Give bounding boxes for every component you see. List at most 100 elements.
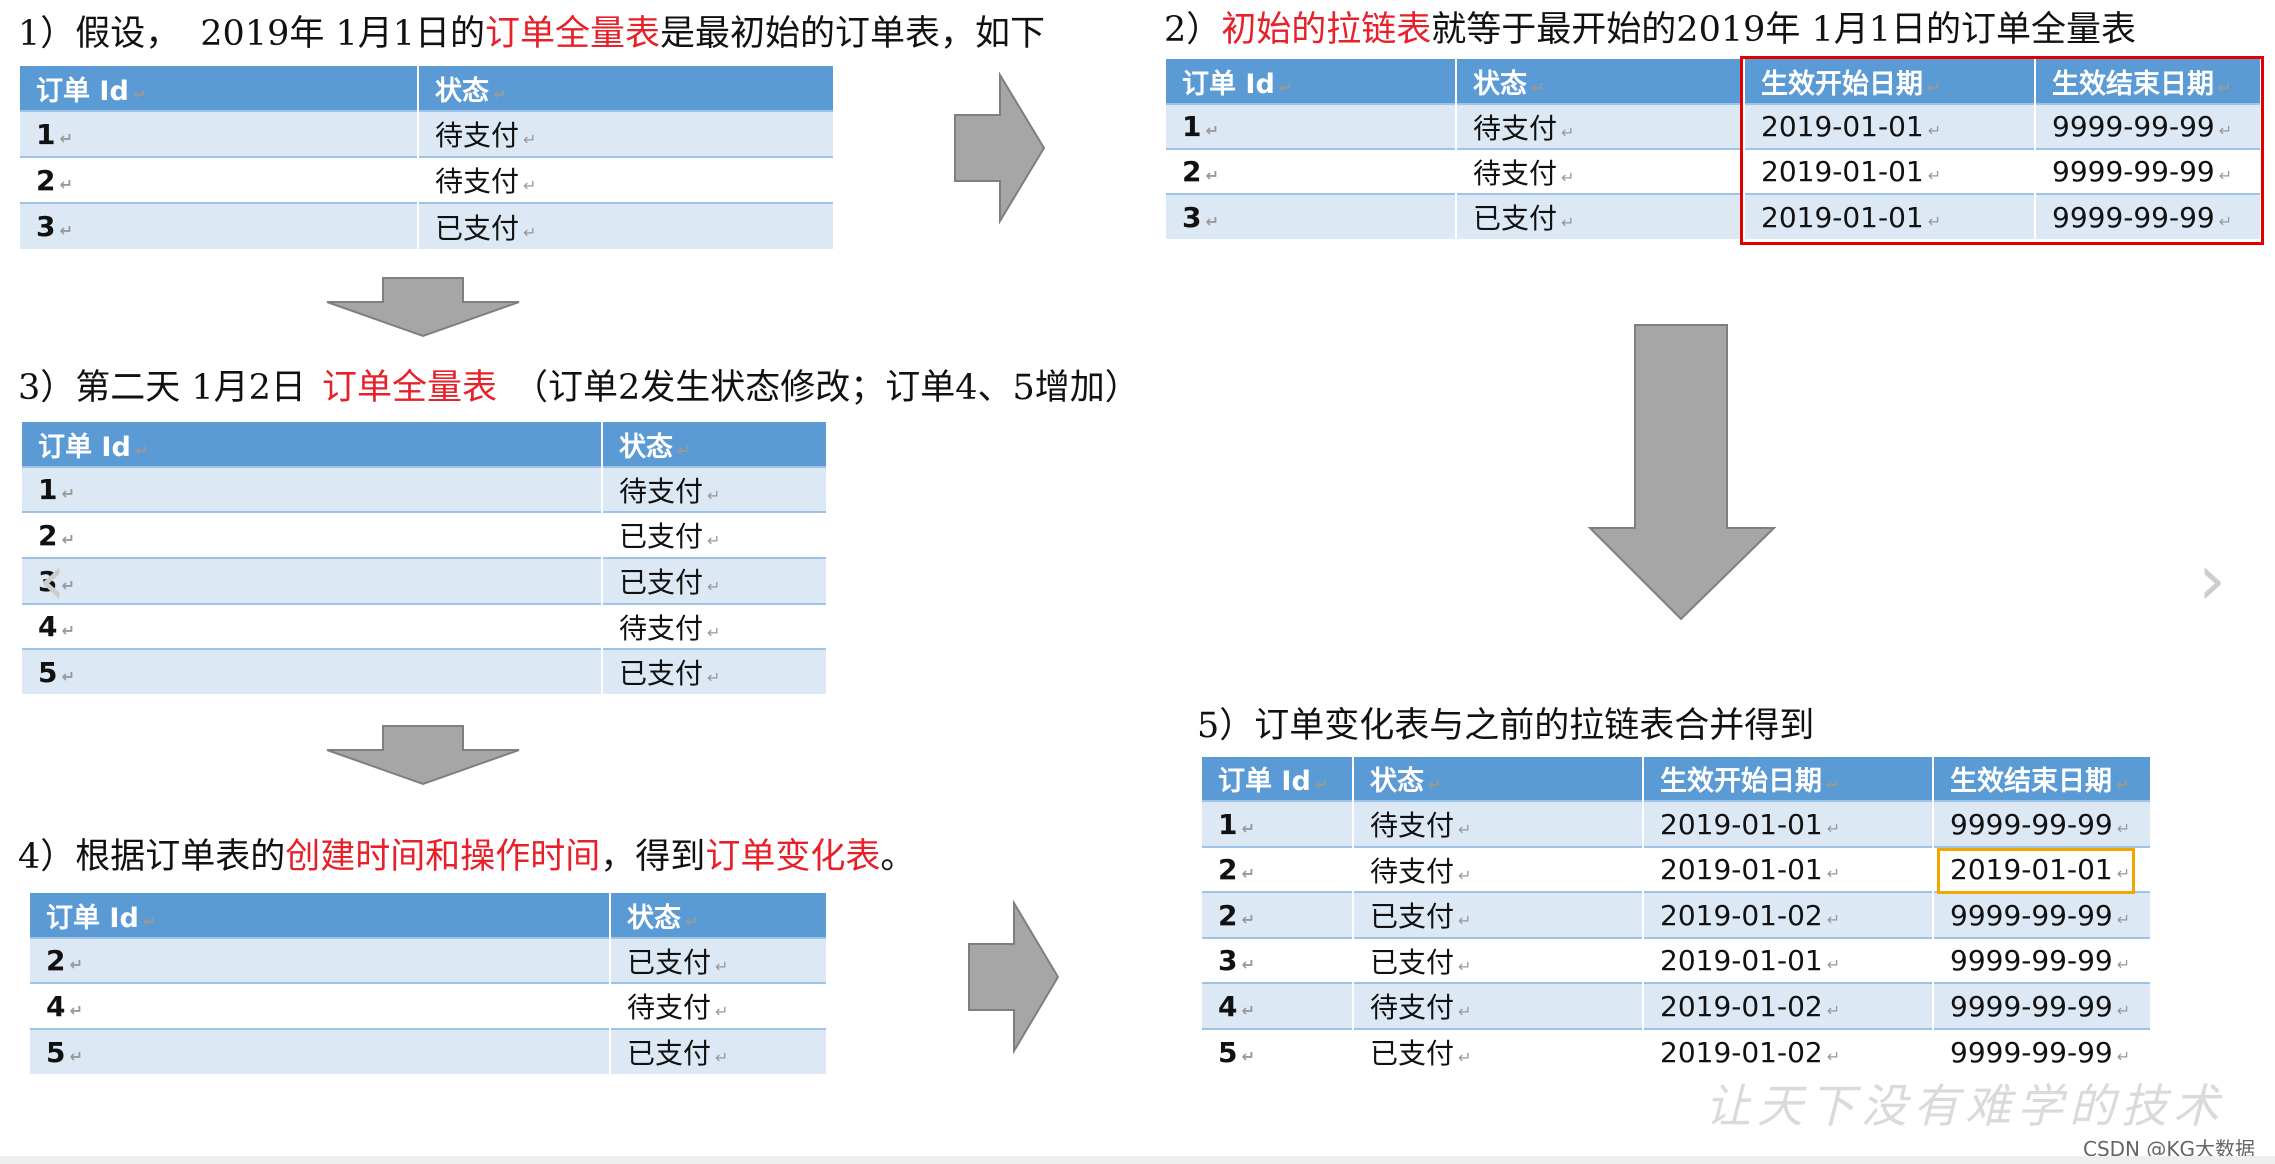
status-cell: 待支付↵ [1456,148,1745,194]
paragraph-return-icon: ↵ [61,484,75,503]
order-id-cell: 2↵ [1202,846,1354,892]
paragraph-return-icon: ↵ [493,84,507,104]
order-id-cell: 4↵ [22,603,603,649]
paragraph-return-icon: ↵ [132,84,147,104]
paragraph-return-icon: ↵ [1241,1000,1255,1020]
paragraph-return-icon: ↵ [685,911,699,931]
end-date-cell: 2019-01-01↵ [1933,846,2150,892]
table-row: 2↵ 已支付↵ 2019-01-02↵ 9999-99-99↵ [1202,891,2150,938]
paragraph-return-icon: ↵ [61,621,75,640]
header-start-date: 生效开始日期↵ [1744,59,2036,104]
order-id-cell: 2↵ [30,937,611,983]
header-start-date: 生效开始日期↵ [1643,757,1934,801]
table-row: 1↵ 待支付↵ 2019-01-01↵ 9999-99-99↵ [1202,800,2150,847]
paragraph-return-icon: ↵ [1241,818,1255,838]
closed-end-date-highlight-box [1937,848,2135,894]
order-id-cell: 3↵ [1202,937,1354,983]
paragraph-return-icon: ↵ [61,529,75,549]
paragraph-return-icon: ↵ [1205,211,1219,231]
order-id-cell: 4↵ [30,982,611,1029]
paragraph-return-icon: ↵ [1531,77,1545,97]
chevron-right-icon[interactable]: › [2198,539,2226,621]
order-id-cell: 2↵ [1202,891,1354,938]
header-end-date: 生效结束日期↵ [1933,757,2150,801]
paragraph-return-icon: ↵ [1428,775,1442,794]
step5-text: 5）订单变化表与之前的拉链表合并得到 [1197,706,1815,746]
step1-date: 2019年 1月1日的 [200,14,486,54]
step1-order-table: 订单 Id↵ 状态↵ 1↵ 待支付↵ 2↵ 待支付↵ 3↵ 已支付↵ [20,66,833,249]
status-cell: 待支付↵ [1456,103,1745,149]
paragraph-return-icon: ↵ [2116,864,2131,883]
status-cell: 已支付↵ [602,648,826,694]
paragraph-return-icon: ↵ [1314,775,1329,794]
status-cell: 待支付↵ [418,156,833,203]
status-cell: 待支付↵ [602,603,826,649]
step2-prefix: 2） [1164,10,1222,50]
paragraph-return-icon: ↵ [1826,775,1840,794]
paragraph-return-icon: ↵ [1458,1002,1472,1021]
paragraph-return-icon: ↵ [715,1002,729,1021]
date-columns-highlight-box [1740,56,2264,245]
paragraph-return-icon: ↵ [707,622,721,642]
order-id-cell: 4↵ [1202,982,1354,1029]
paragraph-return-icon: ↵ [2116,818,2131,838]
paragraph-return-icon: ↵ [1241,909,1255,929]
arrow-down-icon [326,725,520,786]
paragraph-return-icon: ↵ [2218,166,2233,185]
table-row: 4↵ 待支付↵ 2019-01-02↵ 9999-99-99↵ [1202,982,2150,1029]
paragraph-return-icon: ↵ [523,130,537,149]
end-date-cell: 9999-99-99↵ [1933,891,2150,938]
watermark: 让天下没有难学的技术 [1705,1079,2225,1133]
status-cell: 已支付↵ [1353,891,1644,938]
paragraph-return-icon: ↵ [677,440,691,460]
table-row: 2↵ 已支付↵ [22,511,826,558]
end-date-cell: 9999-99-99↵ [2035,148,2260,194]
paragraph-return-icon: ↵ [1927,121,1942,140]
paragraph-return-icon: ↵ [2218,77,2232,97]
paragraph-return-icon: ↵ [1241,1046,1255,1066]
table-header-row: 订单 Id↵ 状态↵ [20,66,833,111]
step4-suffix: 。 [880,837,916,877]
paragraph-return-icon: ↵ [1927,166,1942,185]
paragraph-return-icon: ↵ [2116,955,2131,974]
header-order-id: 订单 Id↵ [1166,59,1457,104]
paragraph-return-icon: ↵ [59,174,73,194]
status-cell: 已支付↵ [418,202,833,249]
step3-heading: 3）第二天 1月2日订单全量表（订单2发生状态修改；订单4、5增加） [18,368,1140,408]
arrow-down-icon [326,277,520,338]
order-id-cell: 2↵ [22,511,603,558]
paragraph-return-icon: ↵ [1241,955,1255,974]
paragraph-return-icon: ↵ [715,1048,729,1067]
step5-merged-zipper-table: 订单 Id↵ 状态↵ 生效开始日期↵ 生效结束日期↵ 1↵ 待支付↵ 2019-… [1202,757,2150,1074]
paragraph-return-icon: ↵ [1927,211,1942,231]
step1-prefix: 1）假设， [18,14,181,54]
paragraph-return-icon: ↵ [1826,1000,1841,1020]
order-id-cell: 1↵ [20,110,419,157]
status-cell: 已支付↵ [610,937,826,983]
start-date-cell: 2019-01-02↵ [1643,891,1934,938]
step1-heading: 1）假设，2019年 1月1日的订单全量表是最初始的订单表，如下 [18,14,1045,54]
paragraph-return-icon: ↵ [1561,213,1575,232]
end-date-cell: 9999-99-99↵ [1933,937,2150,983]
chevron-left-icon[interactable]: ‹ [38,539,66,621]
paragraph-return-icon: ↵ [2116,1000,2131,1020]
status-cell: 已支付↵ [1353,937,1644,983]
step2-suffix: 就等于最开始的2019年 1月1日的订单全量表 [1431,10,2137,50]
status-cell: 待支付↵ [602,466,826,512]
step2-highlight: 初始的拉链表 [1221,10,1432,50]
paragraph-return-icon: ↵ [1826,1046,1841,1066]
order-id-cell: 3↵ [20,202,419,249]
paragraph-return-icon: ↵ [1826,909,1841,929]
step4-change-table: 订单 Id↵ 状态↵ 2↵ 已支付↵ 4↵ 待支付↵ 5↵ 已支付↵ [30,893,826,1074]
order-id-cell: 3↵ [22,557,603,604]
table-row: 2↵ 待支付↵ [20,156,833,203]
step4-highlight-change-table: 订单变化表 [705,837,881,877]
status-cell: 已支付↵ [1353,1028,1644,1074]
paragraph-return-icon: ↵ [61,666,75,686]
step3-suffix: （订单2发生状态修改；订单4、5增加） [512,368,1140,408]
paragraph-return-icon: ↵ [69,1000,83,1020]
table-row: 1↵ 待支付↵ [20,110,833,157]
paragraph-return-icon: ↵ [2218,121,2233,140]
table-row: 2↵ 待支付↵ 2019-01-01↵ 9999-99-99↵ [1166,148,2260,194]
header-status: 状态↵ [1353,757,1644,801]
